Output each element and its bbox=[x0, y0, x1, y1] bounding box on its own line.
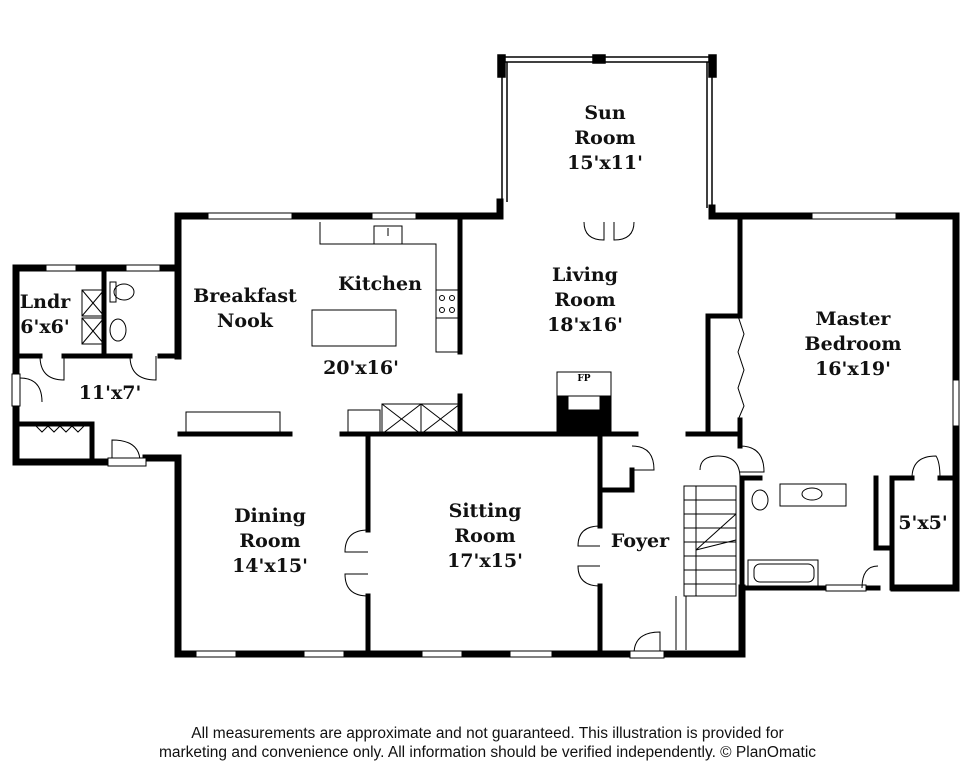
dining-room-label: Dining Room 14'x15' bbox=[232, 504, 308, 579]
sun-room-label: Sun Room 15'x11' bbox=[567, 101, 643, 176]
fixtures bbox=[35, 222, 847, 650]
mudroom-label: 11'x7' bbox=[79, 381, 142, 406]
sitting-room-size: 17'x15' bbox=[447, 550, 523, 572]
master-bedroom-name-2: Bedroom bbox=[804, 333, 902, 355]
disclaimer-line-2: marketing and convenience only. All info… bbox=[158, 744, 817, 761]
sun-room-name-1: Sun bbox=[584, 102, 626, 124]
dining-room-name-1: Dining bbox=[234, 505, 306, 527]
foyer-label: Foyer bbox=[611, 529, 669, 554]
living-room-name-2: Room bbox=[554, 289, 616, 311]
breakfast-nook-label: Breakfast Nook bbox=[193, 284, 297, 334]
kitchen-name: Kitchen bbox=[338, 273, 422, 295]
master-bedroom-name-1: Master bbox=[815, 308, 891, 330]
laundry-size: 6'x6' bbox=[20, 316, 70, 338]
living-room-name-1: Living bbox=[552, 264, 618, 286]
sun-room-name-2: Room bbox=[574, 127, 636, 149]
kitchen-size-label: 20'x16' bbox=[323, 356, 399, 381]
disclaimer: All measurements are approximate and not… bbox=[0, 724, 975, 762]
doors bbox=[11, 221, 941, 659]
master-bedroom-size: 16'x19' bbox=[815, 358, 891, 380]
fireplace-label: FP bbox=[577, 374, 591, 384]
master-bedroom-label: Master Bedroom 16'x19' bbox=[805, 307, 902, 382]
kitchen-label: Kitchen bbox=[338, 272, 422, 297]
laundry-label: Lndr 6'x6' bbox=[20, 290, 70, 340]
living-room-label: Living Room 18'x16' bbox=[547, 263, 623, 338]
sunroom-frame bbox=[497, 54, 717, 208]
disclaimer-line-1: All measurements are approximate and not… bbox=[191, 725, 784, 742]
interior-walls bbox=[17, 219, 959, 655]
sitting-room-label: Sitting Room 17'x15' bbox=[447, 499, 523, 574]
closet-label: 5'x5' bbox=[898, 511, 947, 536]
breakfast-nook-name-2: Nook bbox=[217, 310, 273, 332]
closet-size: 5'x5' bbox=[898, 512, 948, 534]
windows bbox=[45, 212, 960, 658]
dining-room-size: 14'x15' bbox=[232, 555, 308, 577]
living-room-size: 18'x16' bbox=[547, 314, 623, 336]
kitchen-size: 20'x16' bbox=[323, 357, 399, 379]
dining-room-name-2: Room bbox=[239, 530, 301, 552]
foyer-name: Foyer bbox=[610, 530, 670, 552]
breakfast-nook-name-1: Breakfast bbox=[193, 285, 297, 307]
sun-room-size: 15'x11' bbox=[567, 152, 643, 174]
mudroom-size: 11'x7' bbox=[78, 382, 142, 404]
laundry-name: Lndr bbox=[19, 291, 71, 313]
sitting-room-name-1: Sitting bbox=[448, 500, 522, 522]
sitting-room-name-2: Room bbox=[454, 525, 516, 547]
